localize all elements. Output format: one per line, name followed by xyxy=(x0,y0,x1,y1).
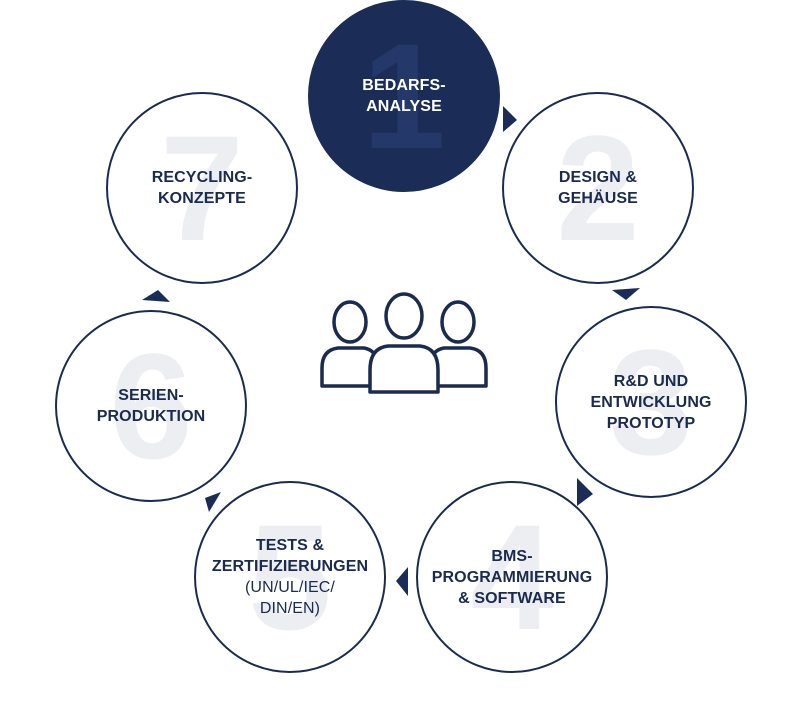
step-label: BEDARFS- ANALYSE xyxy=(362,77,446,115)
arrow-icon-6-to-7 xyxy=(142,290,170,302)
step-number: 4 xyxy=(470,493,554,661)
step-label: SERIEN- PRODUKTION xyxy=(96,387,206,425)
step-number: 2 xyxy=(556,104,640,272)
step-5-tests-zertifizierungen: 5 TESTS & ZERTIFIZIERUNGEN (UN/UL/IEC/ D… xyxy=(194,481,386,673)
step-1-bedarfsanalyse: 1 BEDARFS- ANALYSE xyxy=(308,0,500,192)
step-label: BMS- PROGRAMMIERUNG & SOFTWARE xyxy=(431,547,593,607)
step-number: 1 xyxy=(362,12,446,180)
arrow-icon-4-to-5 xyxy=(396,567,408,596)
step-number: 7 xyxy=(160,104,244,272)
step-3-rd-entwicklung-prototyp: 3 R&D UND ENTWICKLUNG PROTOTYP xyxy=(555,306,747,498)
step-4-bms-programmierung: 4 BMS- PROGRAMMIERUNG & SOFTWARE xyxy=(416,481,608,673)
step-label: R&D UND ENTWICKLUNG PROTOTYP xyxy=(590,372,712,432)
step-label: DESIGN & GEHÄUSE xyxy=(558,169,638,207)
people-group-icon xyxy=(320,292,488,394)
step-2-design-gehaeuse: 2 DESIGN & GEHÄUSE xyxy=(502,92,694,284)
step-6-serienproduktion: 6 SERIEN- PRODUKTION xyxy=(55,310,247,502)
arrow-icon-2-to-3 xyxy=(612,288,640,300)
step-number: 3 xyxy=(609,318,693,486)
step-label: TESTS & ZERTIFIZIERUNGEN (UN/UL/IEC/ DIN… xyxy=(211,537,369,617)
step-number: 5 xyxy=(248,493,332,661)
step-number: 6 xyxy=(109,322,193,490)
step-7-recycling-konzepte: 7 RECYCLING- KONZEPTE xyxy=(106,92,298,284)
step-label: RECYCLING- KONZEPTE xyxy=(151,169,253,207)
